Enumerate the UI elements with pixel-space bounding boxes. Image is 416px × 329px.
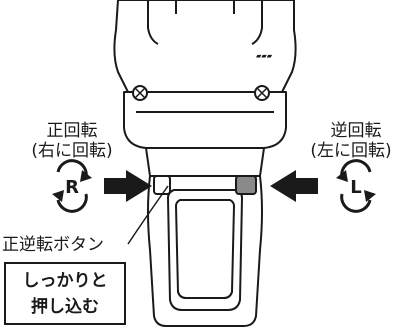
clockwise-circle-icon xyxy=(52,159,92,213)
counterclockwise-circle-icon xyxy=(336,159,376,213)
reverse-title: 逆回転 xyxy=(330,121,382,141)
direction-button-right-end xyxy=(235,175,257,195)
button-label: 正逆転ボタン xyxy=(2,235,104,255)
rotate-left-letter: L xyxy=(350,177,361,198)
instruction-box: しっかりと 押し込む xyxy=(4,262,126,325)
leader-line xyxy=(127,185,169,245)
push-arrow-left-icon xyxy=(270,170,318,202)
push-arrow-right-icon xyxy=(104,170,152,202)
svg-text:▰▰▰: ▰▰▰ xyxy=(256,52,273,60)
forward-title: 正回転 xyxy=(46,121,98,141)
forward-subtitle: (右に回転) xyxy=(31,141,113,161)
reverse-subtitle: (左に回転) xyxy=(310,141,392,161)
grip-panel xyxy=(167,189,243,311)
instruction-line-1: しっかりと xyxy=(22,270,108,291)
instruction-line-2: 押し込む xyxy=(31,296,99,317)
rotate-right-letter: R xyxy=(65,177,79,198)
direction-button-left-end xyxy=(153,175,171,195)
motor-housing xyxy=(113,0,297,93)
